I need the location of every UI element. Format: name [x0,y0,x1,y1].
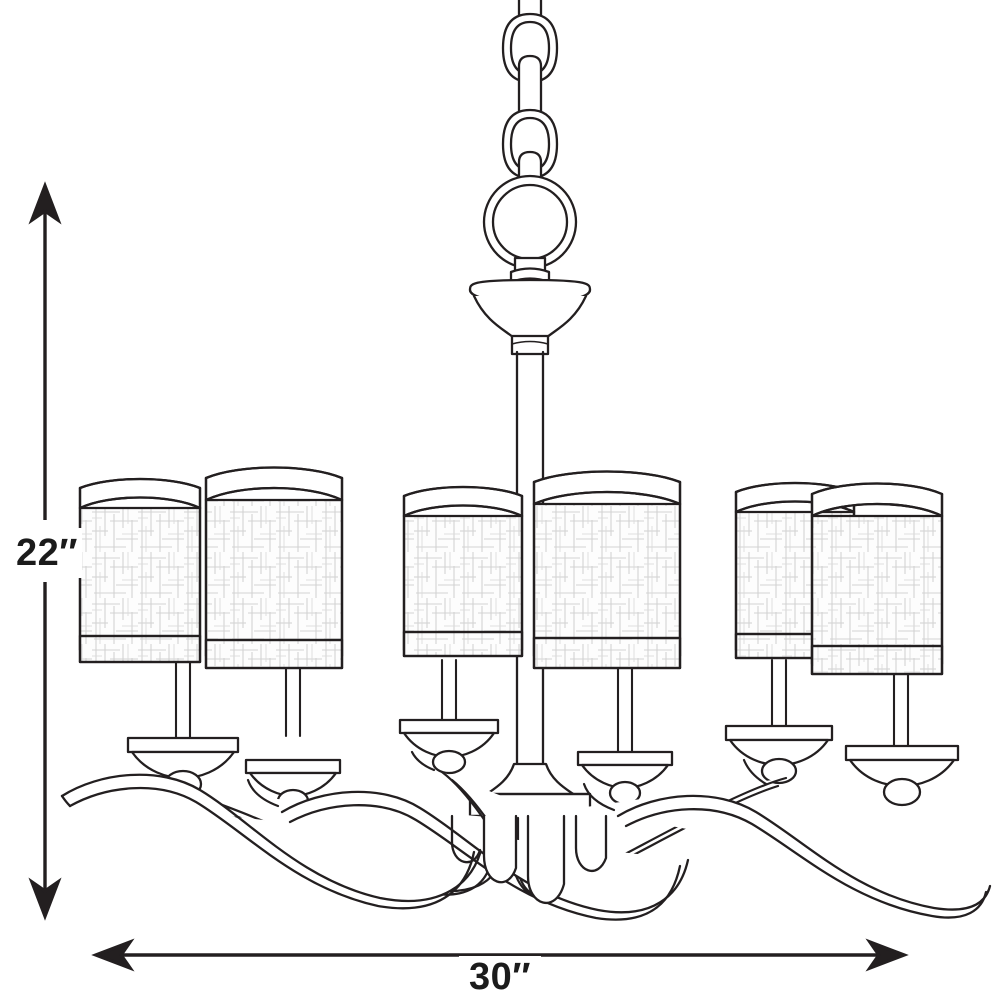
hanging-ring [482,174,578,270]
dimension-lines [30,184,906,970]
bobeche-back-right [724,724,834,785]
canopy-bell [468,256,592,356]
arm-front-left [60,773,484,910]
drum-shade-front-right [810,482,944,676]
width-dimension-label: 30″ [459,956,541,998]
bobeche-front-center [576,750,674,806]
drum-shade-back-center [402,485,524,658]
bobeche-back-center [398,718,500,775]
height-dimension-label: 22″ [12,528,82,578]
drum-shade-front-left [204,466,344,670]
arm-front-right [616,794,992,919]
hub-drop-arms [450,814,608,904]
width-dimension-line [94,940,906,970]
height-dimension-line [30,184,60,918]
arm-hooks [246,750,768,812]
drum-shade-back-left [78,477,202,664]
bobeche-front-right [844,744,960,807]
drum-shade-front-center [532,470,682,670]
front-socket-stems [284,666,910,756]
back-socket-stems [174,658,788,744]
